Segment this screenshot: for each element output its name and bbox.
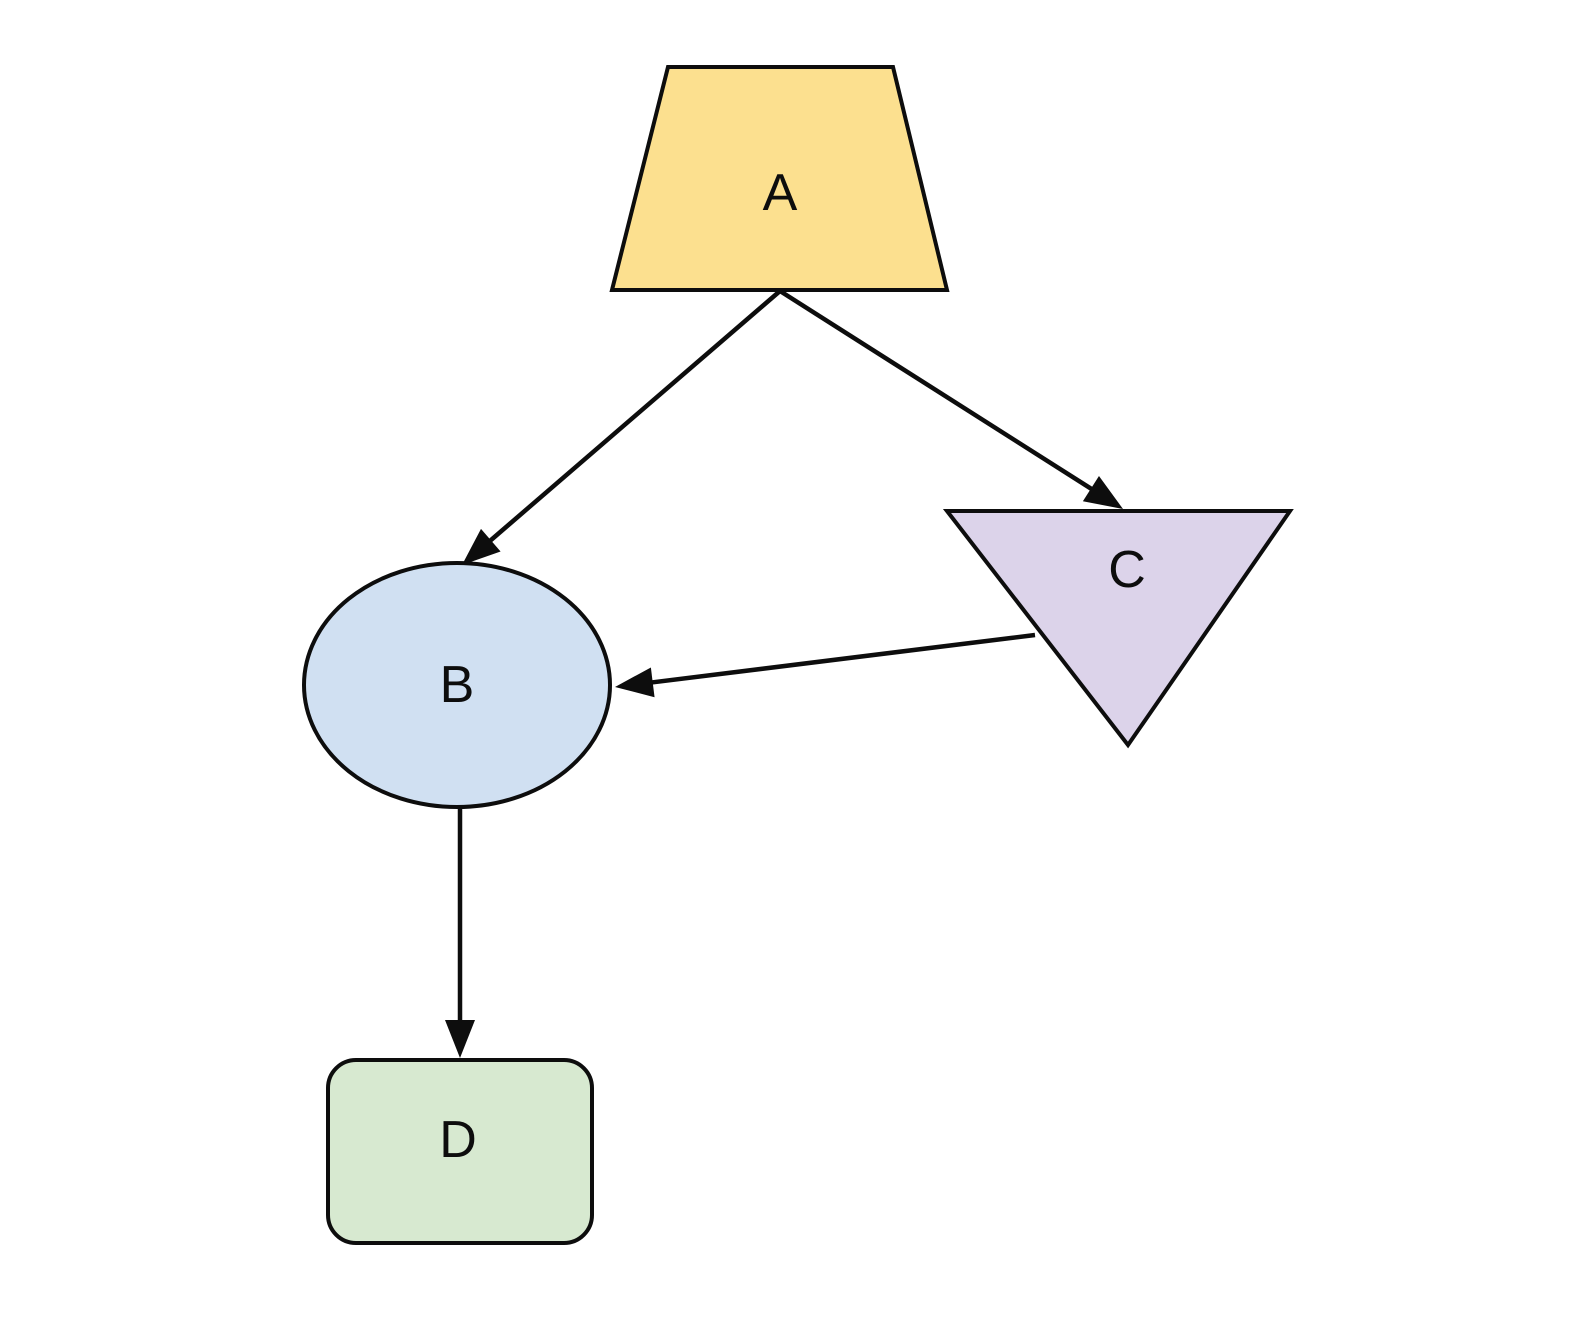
node-d[interactable]: D bbox=[326, 1058, 594, 1245]
node-c-triangle-shape[interactable] bbox=[942, 509, 1294, 749]
edge-a-to-b[interactable] bbox=[462, 289, 782, 565]
edge-b-to-d-arrowhead bbox=[445, 1020, 475, 1058]
edge-a-to-c[interactable] bbox=[778, 289, 1123, 509]
edge-b-to-d[interactable] bbox=[445, 808, 475, 1058]
node-c[interactable]: C bbox=[942, 509, 1294, 749]
node-b[interactable]: B bbox=[302, 561, 612, 809]
edge-a-to-c-line bbox=[778, 289, 1098, 494]
edge-c-to-b[interactable] bbox=[615, 632, 1036, 698]
edge-a-to-b-line bbox=[484, 289, 782, 546]
edge-a-to-c-arrowhead bbox=[1082, 475, 1123, 509]
edge-c-to-b-line bbox=[646, 632, 1036, 686]
node-a-trapezoid-shape[interactable] bbox=[609, 65, 950, 292]
node-a[interactable]: A bbox=[609, 65, 950, 292]
edge-layer bbox=[445, 289, 1123, 1058]
node-d-rounded-rect-shape[interactable] bbox=[326, 1058, 594, 1245]
edge-c-to-b-arrowhead bbox=[615, 667, 655, 698]
node-layer: A B C D bbox=[302, 65, 1294, 1245]
edge-a-to-b-arrowhead bbox=[462, 528, 501, 565]
node-b-ellipse-shape[interactable] bbox=[302, 561, 612, 809]
